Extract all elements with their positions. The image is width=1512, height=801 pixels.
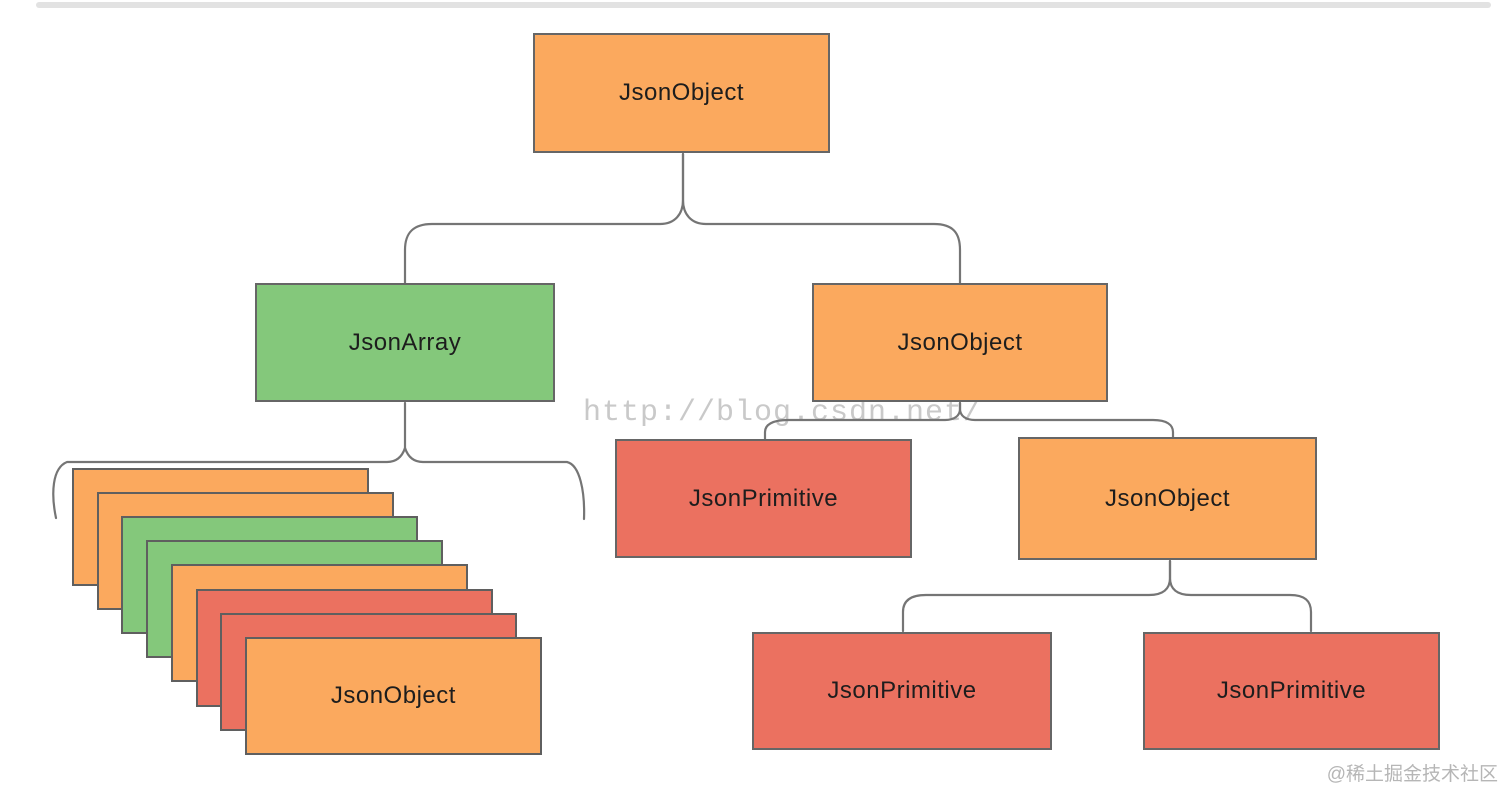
node-jsonobject-child: JsonObject <box>812 283 1108 402</box>
node-label: JsonPrimitive <box>827 677 977 704</box>
card-label: JsonObject <box>330 681 456 709</box>
array-items-brace <box>52 446 586 521</box>
node-jsonobject-root: JsonObject <box>533 33 830 153</box>
node-jsonprimitive-3: JsonPrimitive <box>1143 632 1440 750</box>
connector-grandchild-to-primitive2 <box>901 559 1172 633</box>
node-jsonarray: JsonArray <box>255 283 555 402</box>
node-label: JsonObject <box>618 79 745 106</box>
connector-root-to-child-object <box>681 152 962 285</box>
connector-child-to-grandchild <box>958 401 1175 440</box>
node-label: JsonArray <box>348 328 462 356</box>
connector-child-to-primitive1 <box>763 401 962 441</box>
node-label: JsonPrimitive <box>688 484 839 512</box>
node-jsonobject-grandchild: JsonObject <box>1018 437 1317 560</box>
top-divider-bar <box>36 2 1491 8</box>
watermark-community: @稀土掘金技术社区 <box>1326 764 1498 785</box>
connector-root-to-array <box>403 152 685 285</box>
array-item-card: JsonObject <box>244 636 542 755</box>
connector-grandchild-to-primitive3 <box>1168 559 1313 633</box>
node-label: JsonPrimitive <box>1216 677 1367 704</box>
node-label: JsonObject <box>1104 484 1231 512</box>
node-label: JsonObject <box>897 328 1023 356</box>
node-jsonprimitive-2: JsonPrimitive <box>752 632 1052 750</box>
node-jsonprimitive-1: JsonPrimitive <box>615 439 912 558</box>
